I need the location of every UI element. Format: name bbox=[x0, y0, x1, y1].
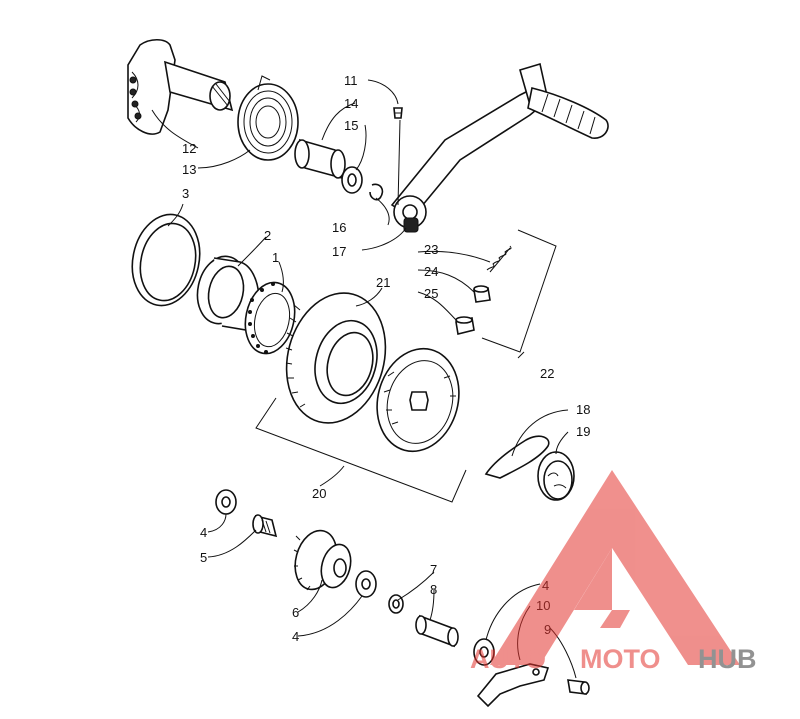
ring-3 bbox=[131, 213, 201, 307]
watermark-inner-mark bbox=[574, 548, 630, 628]
part-labels: 11 14 15 12 13 3 16 17 2 1 23 24 21 25 2… bbox=[182, 73, 590, 644]
label-14: 14 bbox=[344, 96, 358, 111]
label-12: 12 bbox=[182, 141, 196, 156]
label-16: 16 bbox=[332, 220, 346, 235]
group-22-bracket bbox=[481, 229, 557, 353]
bolt-9 bbox=[567, 679, 590, 695]
label-17: 17 bbox=[332, 244, 346, 259]
ratchet-plate bbox=[376, 347, 460, 453]
kick-shaft bbox=[127, 38, 234, 135]
label-7: 7 bbox=[430, 562, 437, 577]
roller-bearing-1 bbox=[244, 281, 296, 355]
cap-19 bbox=[537, 451, 575, 501]
idler-gear-6 bbox=[293, 529, 352, 591]
label-8: 8 bbox=[430, 582, 437, 597]
label-24: 24 bbox=[424, 264, 438, 279]
label-20: 20 bbox=[312, 486, 326, 501]
label-4-top: 4 bbox=[200, 525, 207, 540]
plate-18 bbox=[484, 435, 550, 479]
label-5: 5 bbox=[200, 550, 207, 565]
group-20-bracket bbox=[255, 397, 467, 503]
bolt-11 bbox=[393, 107, 403, 119]
shaft-8 bbox=[415, 614, 459, 648]
washer-15 bbox=[341, 166, 363, 194]
label-23: 23 bbox=[424, 242, 438, 257]
washer-4-bottom bbox=[473, 638, 495, 666]
label-25: 25 bbox=[424, 286, 438, 301]
label-21: 21 bbox=[376, 275, 390, 290]
label-4-bottom: 4 bbox=[292, 629, 299, 644]
label-22: 22 bbox=[540, 366, 554, 381]
kick-pedal-arm bbox=[390, 62, 609, 233]
label-19: 19 bbox=[576, 424, 590, 439]
label-11: 11 bbox=[344, 73, 358, 88]
watermark-logo: AUTO MOTO HUB bbox=[470, 470, 757, 674]
label-1: 1 bbox=[272, 250, 279, 265]
pin-25 bbox=[455, 316, 475, 335]
clip-16 bbox=[369, 183, 384, 201]
watermark-triangle-icon bbox=[490, 470, 740, 665]
clip-7 bbox=[388, 594, 404, 614]
label-6: 6 bbox=[292, 605, 299, 620]
stopper-10 bbox=[476, 663, 550, 708]
pin-24 bbox=[473, 285, 491, 303]
watermark-text-hub: HUB bbox=[698, 644, 757, 674]
leader-lines bbox=[151, 79, 577, 679]
label-13: 13 bbox=[182, 162, 196, 177]
label-3: 3 bbox=[182, 186, 189, 201]
label-18: 18 bbox=[576, 402, 590, 417]
watermark-text-moto: MOTO bbox=[580, 644, 661, 674]
kick-gear-21 bbox=[285, 292, 387, 424]
label-2: 2 bbox=[264, 228, 271, 243]
label-15: 15 bbox=[344, 118, 358, 133]
bushing-14 bbox=[294, 138, 346, 180]
spring-23 bbox=[486, 245, 512, 273]
spring-13 bbox=[237, 75, 299, 161]
bearing-5 bbox=[252, 514, 278, 538]
washer-4-top bbox=[215, 489, 237, 515]
washer-4-mid bbox=[355, 570, 377, 598]
watermark-text-auto: AUTO bbox=[470, 644, 546, 674]
